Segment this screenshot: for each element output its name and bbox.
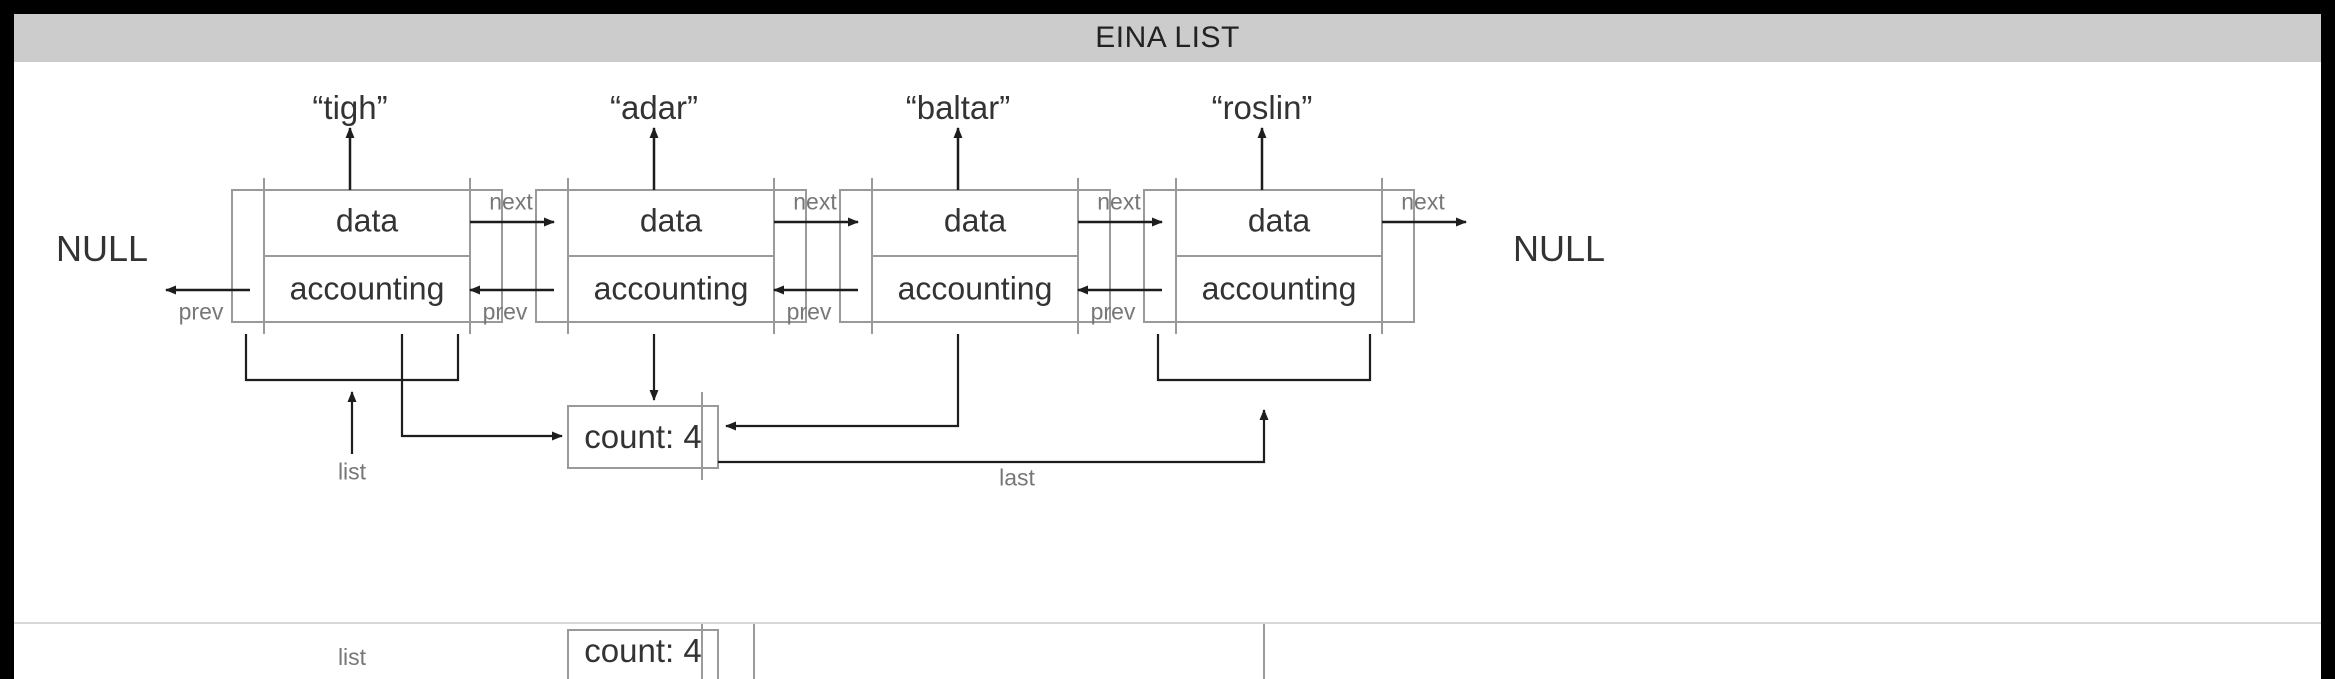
list-to-count <box>400 334 563 441</box>
list-bracket <box>244 334 460 382</box>
clipped-count-label: count: 4 <box>584 632 702 669</box>
node-data-label-2: data <box>639 202 703 239</box>
node-string-label-1: “tigh” <box>312 89 388 126</box>
prev-label-3: prev <box>786 298 832 325</box>
count-box <box>567 392 719 480</box>
node-box-a <box>231 178 503 334</box>
node-accounting-label-4: accounting <box>1201 270 1357 307</box>
clipped-list-label: list <box>337 644 367 670</box>
node-c-to-count <box>725 334 960 431</box>
application-window: EINA LIST <box>14 14 2321 679</box>
left-null-label: NULL <box>55 228 149 269</box>
last-bracket <box>1156 334 1372 382</box>
node-string-label-4: “roslin” <box>1211 89 1313 126</box>
prev-label-4: prev <box>1090 298 1136 325</box>
node-data-label-3: data <box>943 202 1007 239</box>
node-string-label-2: “adar” <box>609 89 699 126</box>
next-label-3: next <box>1097 188 1141 215</box>
node-accounting-label-2: accounting <box>593 270 749 307</box>
node-accounting-label-3: accounting <box>897 270 1053 307</box>
next-label-4: next <box>1401 188 1445 215</box>
node-accounting-label-1: accounting <box>289 270 445 307</box>
list-pointer-label: list <box>337 458 367 485</box>
node-box-c <box>839 178 1111 334</box>
string-pointer-arrows <box>345 127 1267 190</box>
window-title: EINA LIST <box>1095 21 1240 54</box>
node-string-label-3: “baltar” <box>905 89 1011 126</box>
last-pointer-label: last <box>999 464 1035 491</box>
next-label-2: next <box>793 188 837 215</box>
diagram-vector-layer <box>165 127 1467 480</box>
count-label: count: 4 <box>584 418 702 455</box>
accounting-connectors <box>244 334 1372 464</box>
clipped-diagram-strip: list count: 4 <box>14 622 2321 679</box>
window-titlebar: EINA LIST <box>14 14 2321 62</box>
diagram-canvas: “tigh” “adar” “baltar” “roslin” NULL NUL… <box>14 62 2321 679</box>
prev-label-2: prev <box>482 298 528 325</box>
clipped-strip-vector <box>567 624 1265 679</box>
node-data-label-4: data <box>1247 202 1311 239</box>
right-null-label: NULL <box>1512 228 1606 269</box>
last-arrow <box>718 409 1269 464</box>
prev-label-1: prev <box>178 298 224 325</box>
node-box-b <box>535 178 807 334</box>
node-data-label-1: data <box>335 202 399 239</box>
node-box-d <box>1143 178 1415 334</box>
next-label-1: next <box>489 188 533 215</box>
node-boxes-final <box>231 178 1415 334</box>
